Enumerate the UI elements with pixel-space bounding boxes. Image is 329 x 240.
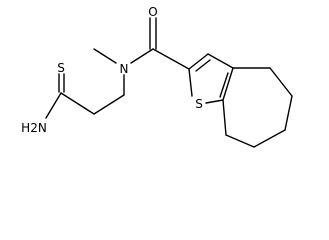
atom-label-nh2: H2N [21, 121, 47, 135]
atom-label-s-thioamide: S [57, 61, 65, 75]
bond-s-c2 [188, 68, 193, 97]
bond-c7-c8 [225, 134, 255, 148]
bond-c2-c3 [188, 53, 209, 70]
bond-c8-c8a [222, 99, 227, 136]
bond-c5-c6 [284, 95, 293, 131]
bond-c-ch2a [60, 92, 95, 115]
chemical-structure: S H2N O N S [21, 5, 293, 148]
atom-label-o: O [148, 5, 157, 19]
bond-n-methyl [93, 48, 117, 64]
bond-carbonyl-c2 [152, 48, 190, 70]
bond-ch2a-ch2b [93, 94, 125, 115]
atom-label-n: N [120, 62, 129, 76]
bond-c3-c3a [207, 53, 234, 69]
bond-c2-c3-inner [195, 59, 211, 72]
bond-n-carbonyl [130, 48, 154, 64]
bond-c-nh2 [45, 92, 62, 119]
bond-c3a-c8a [222, 67, 234, 101]
bond-c8a-s [205, 99, 224, 104]
bond-c6-c7 [253, 129, 286, 148]
structure-canvas: S H2N O N S [21, 5, 293, 148]
bond-c4-c5 [269, 67, 293, 97]
bond-c3a-c8a-inner [219, 72, 229, 98]
atom-label-s-thiophene: S [195, 97, 203, 111]
